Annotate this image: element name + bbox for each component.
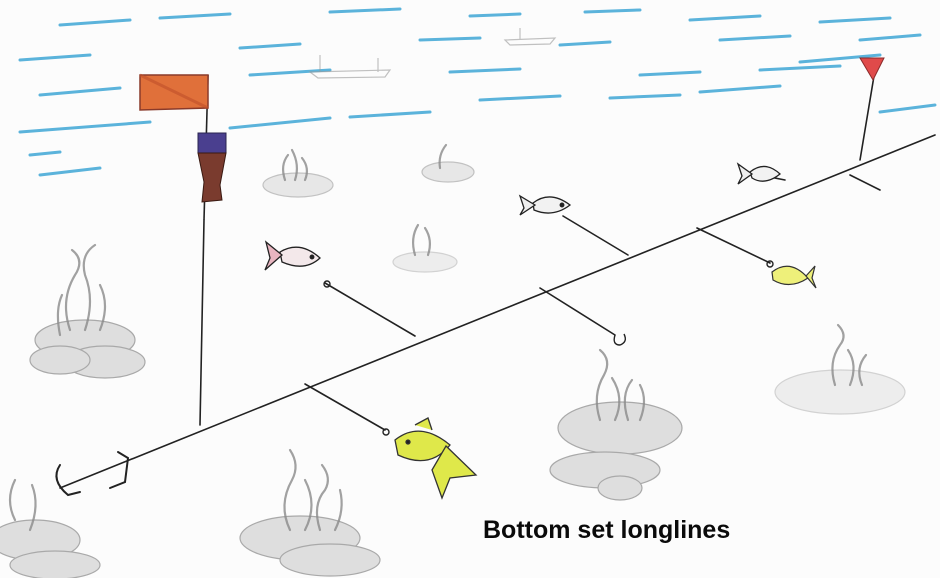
- seabed-rocks: [0, 162, 905, 578]
- diagram-caption: Bottom set longlines: [483, 516, 730, 545]
- fish-icon: [738, 164, 780, 184]
- marker-flag-right: [860, 58, 884, 80]
- fish-icon: [265, 242, 320, 270]
- fish-icon: [395, 418, 476, 498]
- hook-icon: [324, 261, 773, 435]
- fish-icon: [772, 266, 816, 288]
- anchor-icon: [56, 452, 128, 495]
- buoy-float: [198, 133, 226, 202]
- fish-icon: [520, 196, 570, 215]
